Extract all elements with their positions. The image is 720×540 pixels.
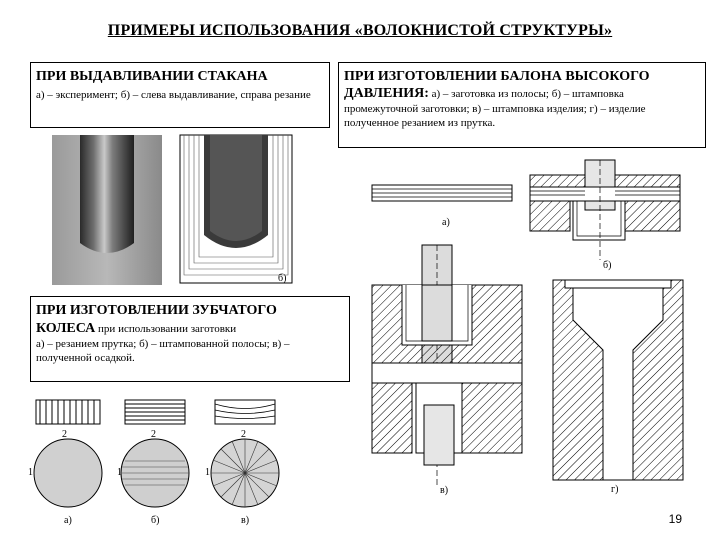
gear-fig-c: 2 1 в) (205, 399, 280, 526)
gear-label-a: а) (64, 515, 72, 526)
balloon-caption-box: ПРИ ИЗГОТОВЛЕНИИ БАЛОНА ВЫСОКОГО ДАВЛЕНИ… (338, 62, 706, 148)
balloon-fig-b: б) (529, 159, 681, 271)
gear-c-mark-1: 1 (205, 467, 210, 478)
gear-description: а) – резанием прутка; б) – штампованной … (36, 338, 290, 364)
gear-a-mark-1: 1 (28, 467, 33, 478)
balloon-label-b: б) (603, 260, 611, 271)
balloon-label-d: г) (611, 484, 618, 495)
balloon-fig-c: в) (371, 244, 523, 496)
gear-a-mark-2: 2 (62, 429, 67, 440)
balloon-label-c: в) (440, 485, 448, 496)
gear-label-c: в) (241, 515, 249, 526)
gear-heading-line1: ПРИ ИЗГОТОВЛЕНИИ ЗУБЧАТОГО (36, 303, 277, 318)
page-number: 19 (668, 512, 682, 526)
balloon-heading-line1: ПРИ ИЗГОТОВЛЕНИИ БАЛОНА ВЫСОКОГО (344, 69, 650, 84)
gear-b-mark-2: 2 (151, 429, 156, 440)
gear-label-b: б) (151, 515, 159, 526)
balloon-heading-line2: ДАВЛЕНИЯ: (344, 86, 429, 101)
balloon-label-a: а) (442, 217, 450, 228)
gear-caption-box: ПРИ ИЗГОТОВЛЕНИИ ЗУБЧАТОГО КОЛЕСА при ис… (30, 296, 350, 382)
slide-title: ПРИМЕРЫ ИСПОЛЬЗОВАНИЯ «ВОЛОКНИСТОЙ СТРУК… (107, 22, 613, 39)
balloon-description: а) – заготовка из полосы; б) – штамповка… (344, 88, 646, 129)
cup-description: а) – эксперимент; б) – слева выдавливани… (36, 89, 311, 101)
cup-section-figure: б) (179, 134, 293, 284)
gear-heading-line2: КОЛЕСА (36, 321, 96, 336)
balloon-fig-a: а) (371, 184, 513, 228)
cup-caption-box: ПРИ ВЫДАВЛИВАНИИ СТАКАНА а) – эксперимен… (30, 62, 330, 128)
gear-b-mark-1: 1 (117, 467, 122, 478)
gear-fig-a: 2 1 а) (28, 399, 103, 526)
cup-heading: ПРИ ВЫДАВЛИВАНИИ СТАКАНА (36, 69, 268, 84)
balloon-fig-d: г) (552, 279, 684, 495)
gear-heading-suffix: при использовании заготовки (95, 323, 237, 335)
cup-photo-figure (52, 135, 162, 285)
cup-label-b: б) (278, 273, 286, 284)
gear-fig-b: 2 1 б) (117, 399, 190, 526)
gear-c-mark-2: 2 (241, 429, 246, 440)
